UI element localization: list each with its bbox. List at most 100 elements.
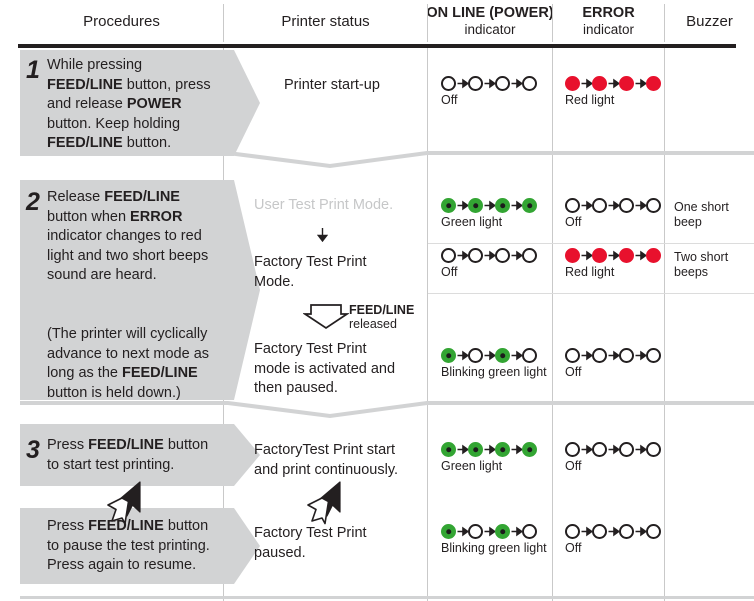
sequence-arrow-icon xyxy=(581,250,592,261)
row-separator-2 xyxy=(0,398,754,422)
sequence-arrow-icon xyxy=(484,350,495,361)
printer-status-row2-usermode: User Test Print Mode. xyxy=(254,197,394,213)
indicator-dot-off xyxy=(522,248,537,263)
indicator-error-row2a: Off xyxy=(565,198,661,230)
indicator-dot-off xyxy=(619,442,634,457)
inner-divider-row2-1 xyxy=(428,243,754,244)
sequence-arrow-icon xyxy=(511,444,522,455)
indicator-dot-off xyxy=(646,442,661,457)
row-separator-1 xyxy=(0,148,754,172)
header-printer-status-label: Printer status xyxy=(281,12,370,30)
feed-line-released-bold: FEED/LINE xyxy=(349,303,415,317)
step-2-block xyxy=(20,180,260,400)
sequence-arrow-icon xyxy=(608,200,619,211)
sequence-arrow-icon xyxy=(457,250,468,261)
step-3-number: 3 xyxy=(26,436,40,464)
indicator-dot-red xyxy=(592,248,607,263)
indicator-state-label: Off xyxy=(441,93,458,107)
indicator-dot-green xyxy=(522,198,537,213)
inner-divider-row2-2 xyxy=(428,293,754,294)
sequence-arrow-icon xyxy=(608,78,619,89)
sequence-arrow-icon xyxy=(457,526,468,537)
feed-line-released-arrow-icon xyxy=(302,303,350,330)
indicator-dot-green xyxy=(495,348,510,363)
sequence-arrow-icon xyxy=(635,350,646,361)
header-underline xyxy=(18,44,736,48)
indicator-dot-off xyxy=(619,348,634,363)
header-cell-buzzer: Buzzer xyxy=(665,0,754,42)
indicator-dot-red xyxy=(619,248,634,263)
indicator-dot-green xyxy=(522,442,537,457)
indicator-dot-off xyxy=(592,524,607,539)
sequence-arrow-icon xyxy=(635,526,646,537)
sequence-arrow-icon xyxy=(484,200,495,211)
indicator-sequence xyxy=(565,348,661,363)
down-arrow-icon xyxy=(316,228,329,243)
indicator-online-row1: Off xyxy=(441,76,537,108)
sequence-arrow-icon xyxy=(484,250,495,261)
header-cell-error-indicator: ERROR indicator xyxy=(553,0,664,42)
indicator-dot-off xyxy=(441,76,456,91)
indicator-dot-off xyxy=(565,442,580,457)
sequence-arrow-icon xyxy=(511,526,522,537)
indicator-dot-off xyxy=(619,198,634,213)
indicator-dot-off xyxy=(522,76,537,91)
indicator-dot-green xyxy=(441,198,456,213)
header-procedures-label: Procedures xyxy=(83,12,160,30)
indicator-dot-off xyxy=(468,348,483,363)
sequence-arrow-icon xyxy=(511,200,522,211)
indicator-sequence xyxy=(441,248,537,263)
indicator-online-row2b: Off xyxy=(441,248,537,280)
indicator-dot-off xyxy=(592,198,607,213)
indicator-state-label: Off xyxy=(565,365,582,379)
indicator-dot-off xyxy=(468,248,483,263)
indicator-dot-red xyxy=(565,248,580,263)
cursor-pointer-icon-procedures xyxy=(100,478,154,528)
indicator-dot-green xyxy=(441,524,456,539)
indicator-dot-off xyxy=(495,248,510,263)
sequence-arrow-icon xyxy=(608,350,619,361)
sequence-arrow-icon xyxy=(608,250,619,261)
sequence-arrow-icon xyxy=(635,78,646,89)
step-3-note-block xyxy=(20,508,260,584)
indicator-online-row2a: Green light xyxy=(441,198,537,230)
indicator-sequence xyxy=(565,248,661,263)
sequence-arrow-icon xyxy=(635,444,646,455)
table-header: Procedures Printer status ON LINE (POWER… xyxy=(0,0,754,42)
sequence-arrow-icon xyxy=(581,200,592,211)
indicator-dot-off xyxy=(646,198,661,213)
indicator-dot-red xyxy=(592,76,607,91)
indicator-state-label: Off xyxy=(441,265,458,279)
indicator-dot-off xyxy=(619,524,634,539)
header-cell-procedures: Procedures xyxy=(20,0,223,42)
step-1-block xyxy=(20,50,260,156)
indicator-sequence xyxy=(441,198,537,213)
sequence-arrow-icon xyxy=(608,444,619,455)
header-buzzer-label: Buzzer xyxy=(686,12,733,30)
indicator-dot-off xyxy=(468,76,483,91)
indicator-dot-off xyxy=(592,348,607,363)
column-rule-3-body xyxy=(552,48,553,601)
sequence-arrow-icon xyxy=(635,250,646,261)
indicator-dot-green xyxy=(495,442,510,457)
indicator-sequence xyxy=(565,76,661,91)
sequence-arrow-icon xyxy=(511,78,522,89)
indicator-state-label: Red light xyxy=(565,93,615,107)
indicator-dot-off xyxy=(522,348,537,363)
indicator-online-row2c: Blinking green light xyxy=(441,348,547,380)
column-rule-3 xyxy=(552,4,553,42)
indicator-dot-off xyxy=(646,524,661,539)
column-rule-4 xyxy=(664,4,665,42)
indicator-dot-off xyxy=(495,76,510,91)
sequence-arrow-icon xyxy=(484,78,495,89)
